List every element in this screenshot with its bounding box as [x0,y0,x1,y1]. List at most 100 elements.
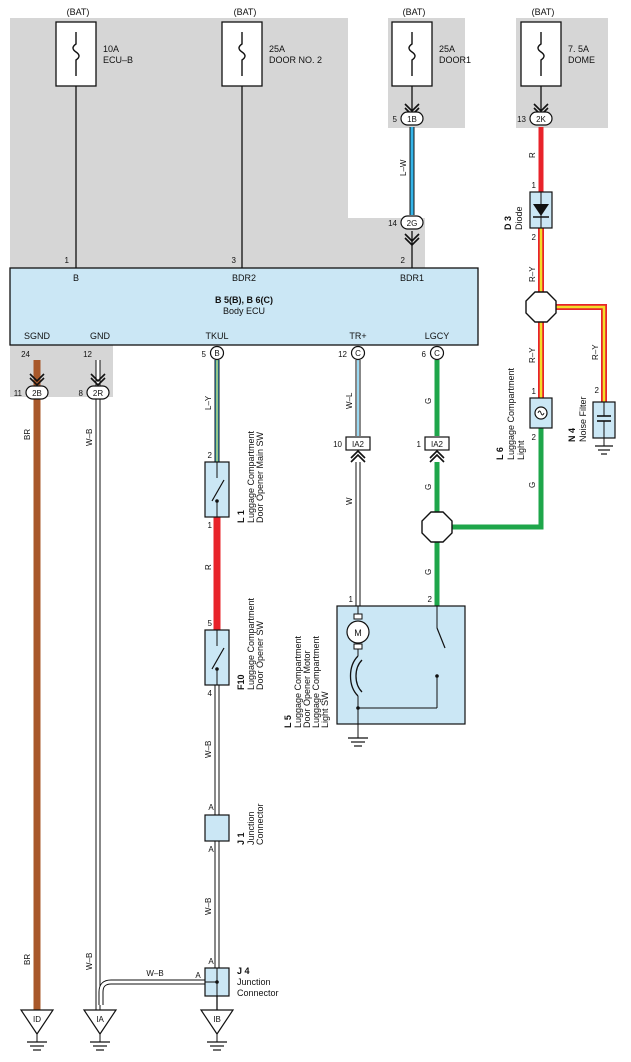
svg-text:Door Opener Motor: Door Opener Motor [302,650,312,728]
svg-text:W–B: W–B [146,969,163,978]
svg-text:G: G [424,569,433,575]
svg-text:M: M [354,628,362,638]
assembly-l5: M 1 2 L 5 Luggage Compartment Door Opene… [283,595,466,747]
svg-text:2: 2 [428,595,433,604]
svg-text:5: 5 [393,115,398,124]
svg-text:R: R [204,564,213,570]
svg-text:Junction: Junction [246,811,256,845]
svg-text:Junction: Junction [237,977,271,987]
svg-text:11: 11 [14,389,23,398]
svg-text:W–L: W–L [345,392,354,409]
svg-text:10: 10 [333,440,342,449]
svg-text:Luggage Compartment: Luggage Compartment [506,367,516,460]
svg-text:BDR1: BDR1 [400,273,424,283]
svg-text:2B: 2B [32,389,42,398]
svg-text:(BAT): (BAT) [67,7,90,17]
svg-text:1: 1 [417,440,422,449]
svg-text:Light: Light [516,440,526,460]
lamp-l6: 1 2 L 6 Luggage Compartment Light [495,367,553,460]
svg-text:3: 3 [232,256,237,265]
svg-text:G: G [528,482,537,488]
connector-2R: 2R 8 [79,373,110,400]
svg-text:12: 12 [338,350,347,359]
svg-text:25A: 25A [439,44,455,54]
svg-text:F10: F10 [236,674,246,690]
connector-2B: 2B 11 [14,373,49,400]
svg-text:1: 1 [532,181,537,190]
svg-text:Noise Filter: Noise Filter [578,396,588,442]
svg-text:10A: 10A [103,44,119,54]
svg-text:2: 2 [595,386,600,395]
svg-text:W–B: W–B [85,429,94,446]
svg-text:L–W: L–W [399,159,408,176]
svg-text:J 4: J 4 [237,966,250,976]
svg-text:B: B [73,273,79,283]
svg-text:Luggage Compartment: Luggage Compartment [311,635,321,728]
svg-text:5: 5 [202,350,207,359]
svg-text:24: 24 [21,350,30,359]
svg-text:R–Y: R–Y [528,347,537,363]
svg-text:L–Y: L–Y [204,395,213,410]
svg-text:GND: GND [90,331,111,341]
svg-text:D 3: D 3 [503,216,513,230]
svg-text:1: 1 [208,521,213,530]
svg-text:ID: ID [33,1015,41,1024]
svg-text:12: 12 [83,350,92,359]
svg-text:TR+: TR+ [349,331,366,341]
connector-2K: 2K 13 [517,103,553,126]
svg-text:2: 2 [401,256,406,265]
svg-text:Door Opener Main SW: Door Opener Main SW [255,431,265,523]
ecu-name: Body ECU [223,306,265,316]
svg-text:J 1: J 1 [236,832,246,845]
svg-text:A: A [195,971,201,980]
ground-IA: IA [82,1009,118,1051]
svg-text:B: B [214,349,219,358]
svg-text:L 1: L 1 [236,510,246,523]
svg-text:1: 1 [65,256,70,265]
diode-d3: 1 2 D 3 Diode [503,181,553,242]
connector-1B: 1B 5 [393,103,424,126]
svg-text:DOME: DOME [568,55,595,65]
switch-f10: 5 4 F10 Luggage Compartment Door Opener … [204,597,265,698]
svg-text:2G: 2G [407,219,418,228]
svg-text:1B: 1B [407,115,417,124]
svg-text:7. 5A: 7. 5A [568,44,589,54]
svg-text:1: 1 [349,595,354,604]
svg-text:LGCY: LGCY [425,331,450,341]
svg-text:W–B: W–B [85,953,94,970]
svg-text:BDR2: BDR2 [232,273,256,283]
junction-j4: A A J 4 Junction Connector [195,957,278,998]
svg-text:L 5: L 5 [283,715,293,728]
svg-text:8: 8 [79,389,84,398]
svg-text:13: 13 [517,115,526,124]
switch-l1: 2 1 L 1 Luggage Compartment Door Opener … [204,430,265,530]
svg-text:Light SW: Light SW [320,691,330,728]
svg-text:W–B: W–B [204,741,213,758]
wires [33,86,607,1010]
splice-g [421,511,453,543]
svg-text:14: 14 [388,219,397,228]
svg-text:Door Opener SW: Door Opener SW [255,620,265,690]
svg-text:2: 2 [532,233,537,242]
fuse-door1: (BAT) 25A DOOR1 [391,7,471,87]
svg-text:A: A [208,803,214,812]
svg-text:4: 4 [208,689,213,698]
svg-text:W–B: W–B [204,898,213,915]
ground-IB: IB [199,1009,235,1051]
connector-IA2-left: IA2 10 [333,436,371,463]
svg-text:IB: IB [213,1015,221,1024]
svg-text:IA2: IA2 [352,440,365,449]
svg-text:BR: BR [23,954,32,965]
svg-text:ECU–B: ECU–B [103,55,133,65]
svg-text:(BAT): (BAT) [532,7,555,17]
svg-text:2: 2 [208,451,213,460]
connector-IA2-right: IA2 1 [417,436,450,463]
svg-text:1: 1 [532,387,537,396]
fuse-door-no2: (BAT) 25A DOOR NO. 2 [221,7,322,87]
svg-text:IA: IA [96,1015,104,1024]
ecu-code: B 5(B), B 6(C) [215,295,273,305]
svg-text:A: A [208,845,214,854]
svg-text:N 4: N 4 [567,428,577,442]
noise-filter-n4: 2 N 4 Noise Filter [567,386,616,455]
